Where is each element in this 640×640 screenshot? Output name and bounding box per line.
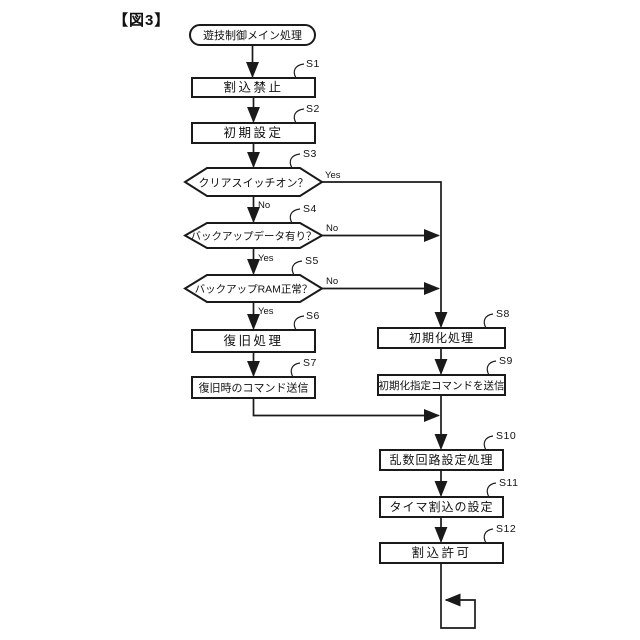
node-s6: 復旧処理 S6 (191, 310, 320, 353)
node-s3: クリアスイッチオン？ S3 (183, 148, 324, 197)
branch-label-no-s3: No (258, 200, 270, 211)
branch-label-no-s5: No (326, 276, 338, 287)
node-s2: 初期設定 S2 (191, 103, 320, 144)
node-s4: バックアップデータ有り？ S4 (182, 203, 325, 249)
step-label-s4: S4 (303, 203, 317, 215)
flow-connectors (246, 45, 476, 629)
process-box (377, 374, 506, 396)
start-terminal-shape (189, 24, 316, 46)
node-label-s6: 復旧処理 (223, 333, 283, 348)
arrow-loop-back (440, 563, 476, 629)
step-label-s3: S3 (303, 148, 317, 160)
step-label-s10: S10 (496, 430, 516, 442)
step-leader-s12 (483, 528, 494, 544)
step-label-s1: S1 (306, 58, 320, 70)
node-label-s10: 乱数回路設定処理 (389, 452, 493, 467)
process-box (379, 542, 504, 564)
step-leader-s9 (486, 360, 497, 376)
node-s11: タイマ割込の設定 S11 (379, 477, 518, 518)
process-box (191, 122, 316, 144)
node-label-s2: 初期設定 (223, 125, 283, 140)
step-leader-s1 (293, 63, 305, 79)
arrow-s3-yes-to-s8 (322, 181, 448, 329)
step-label-s12: S12 (496, 523, 516, 535)
node-s10: 乱数回路設定処理 S10 (379, 430, 516, 471)
step-leader-s10 (483, 435, 494, 451)
step-label-s9: S9 (499, 355, 513, 367)
node-label-s8: 初期化処理 (409, 331, 474, 345)
branch-label-no-s4: No (326, 223, 338, 234)
node-label-s3: クリアスイッチオン？ (199, 177, 309, 190)
node-label-s1: 割込禁止 (223, 80, 283, 95)
process-box (191, 329, 316, 353)
step-leader-s8 (483, 313, 494, 329)
process-box (191, 376, 316, 399)
process-box (191, 77, 316, 98)
branch-label-yes-s5: Yes (258, 306, 274, 317)
process-box (377, 327, 506, 349)
node-label-s5: バックアップRAM正常？ (195, 283, 313, 296)
step-label-s2: S2 (306, 103, 320, 115)
node-label-s7: 復旧時のコマンド送信 (199, 381, 309, 395)
node-s12: 割込許可 S12 (379, 523, 516, 564)
node-s9: 初期化指定コマンドを送信 S9 (377, 355, 513, 396)
step-label-s7: S7 (303, 357, 317, 369)
figure-label: 【図3】 (113, 11, 170, 29)
process-box (379, 496, 504, 518)
node-label-start: 遊技制御メイン処理 (203, 28, 302, 42)
step-leader-s7 (290, 362, 301, 378)
step-leader-s5 (291, 260, 303, 276)
node-start: 遊技制御メイン処理 (189, 24, 316, 46)
node-s5: バックアップRAM正常？ S5 (183, 255, 324, 303)
step-leader-s6 (293, 315, 305, 331)
node-s8: 初期化処理 S8 (377, 308, 510, 349)
node-label-s9: 初期化指定コマンドを送信 (379, 379, 505, 392)
node-label-s11: タイマ割込の設定 (389, 499, 493, 514)
step-label-s11: S11 (499, 477, 518, 489)
process-box (379, 449, 504, 471)
step-label-s5: S5 (305, 255, 319, 267)
step-leader-s11 (486, 482, 497, 498)
decision-hexagon (182, 222, 325, 249)
step-label-s8: S8 (496, 308, 510, 320)
node-label-s12: 割込許可 (411, 545, 471, 560)
node-s7: 復旧時のコマンド送信 S7 (191, 357, 317, 399)
arrow-s7-to-mainline (252, 398, 441, 422)
node-s1: 割込禁止 S1 (191, 58, 320, 98)
decision-hexagon (183, 274, 324, 303)
step-leader-s4 (289, 208, 301, 224)
node-label-s4: バックアップデータ有り？ (191, 230, 317, 243)
branch-label-yes-s4: Yes (258, 253, 274, 264)
branch-label-yes-s3: Yes (325, 170, 341, 181)
step-leader-s3 (289, 153, 301, 169)
step-label-s6: S6 (306, 310, 320, 322)
step-leader-s2 (293, 108, 305, 124)
decision-hexagon (183, 167, 324, 197)
